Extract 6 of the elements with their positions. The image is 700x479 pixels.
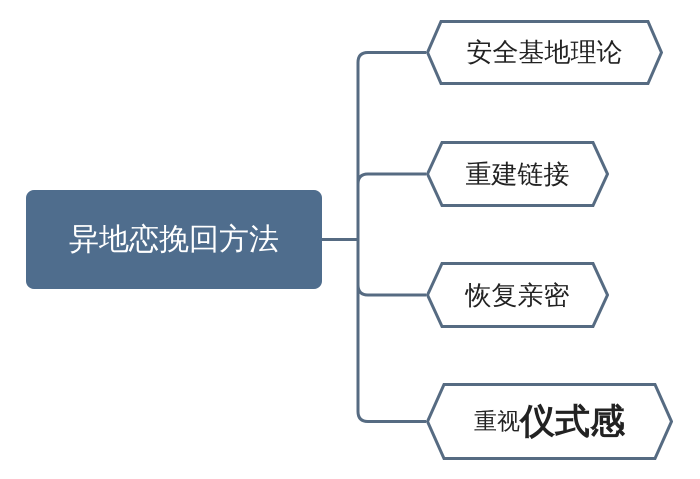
connector-line xyxy=(322,238,426,423)
hexagon-box: 重视仪式感 xyxy=(426,383,673,460)
topic-box: 异地恋挽回方法 xyxy=(26,190,322,289)
hexagon-box: 恢复亲密 xyxy=(426,262,609,328)
hexagon-box: 安全基地理论 xyxy=(426,20,663,85)
hexagon-box: 重建链接 xyxy=(426,141,609,207)
